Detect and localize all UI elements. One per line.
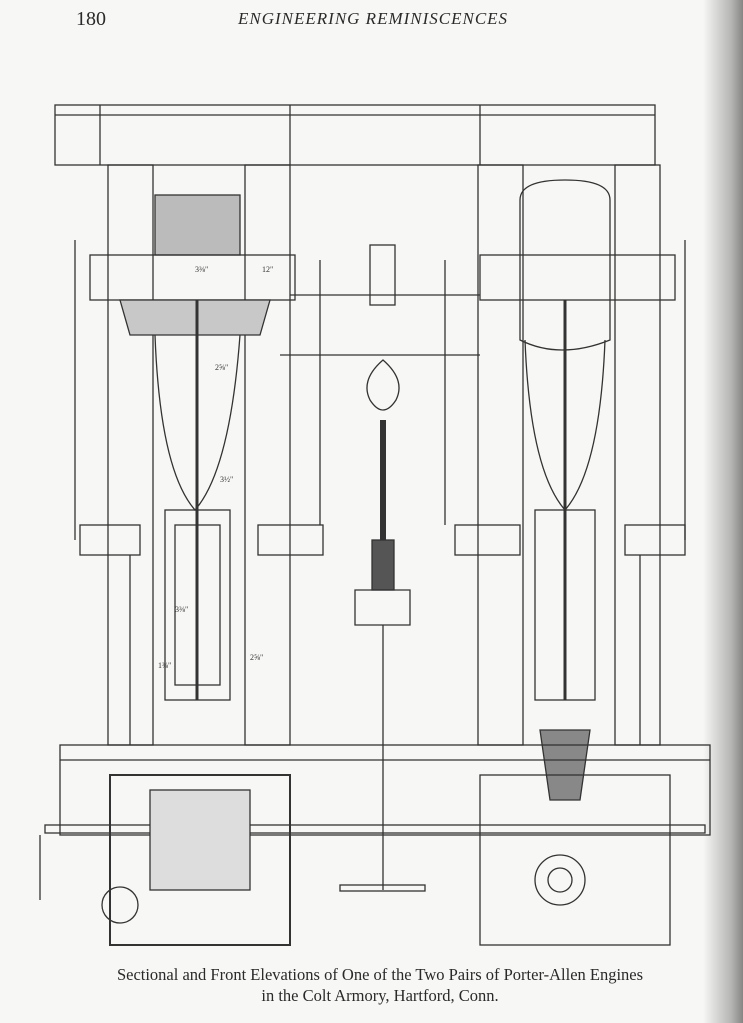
dimension-label: 1⅜"	[158, 661, 171, 670]
dimension-label: 2⅝"	[215, 363, 228, 372]
left-crosshead-section	[154, 194, 241, 256]
page-number: 180	[76, 8, 106, 30]
right-base	[479, 774, 671, 946]
caption-line-2: in the Colt Armory, Hartford, Conn.	[261, 986, 499, 1005]
dimension-label: 2⅝"	[250, 653, 263, 662]
left-base-section	[109, 774, 291, 946]
dimension-label: 3⅜"	[195, 265, 208, 274]
dimension-label: 3½"	[220, 475, 233, 484]
left-guide	[164, 509, 231, 701]
right-flywheel	[519, 179, 611, 351]
valve-gear	[74, 240, 686, 745]
left-cylinder	[89, 254, 296, 301]
figure-caption: Sectional and Front Elevations of One of…	[40, 964, 720, 1006]
dimension-label: 3⅜"	[175, 605, 188, 614]
caption-line-1: Sectional and Front Elevations of One of…	[116, 965, 644, 984]
page-edge-shadow	[703, 0, 743, 1023]
engine-drawing: 3⅜" 12" 2⅝" 3½" 3⅜" 2⅝" 1⅜"	[39, 104, 711, 946]
running-title: ENGINEERING REMINISCENCES	[238, 9, 509, 28]
dimension-label: 12"	[262, 265, 273, 274]
top-beam	[54, 104, 656, 166]
